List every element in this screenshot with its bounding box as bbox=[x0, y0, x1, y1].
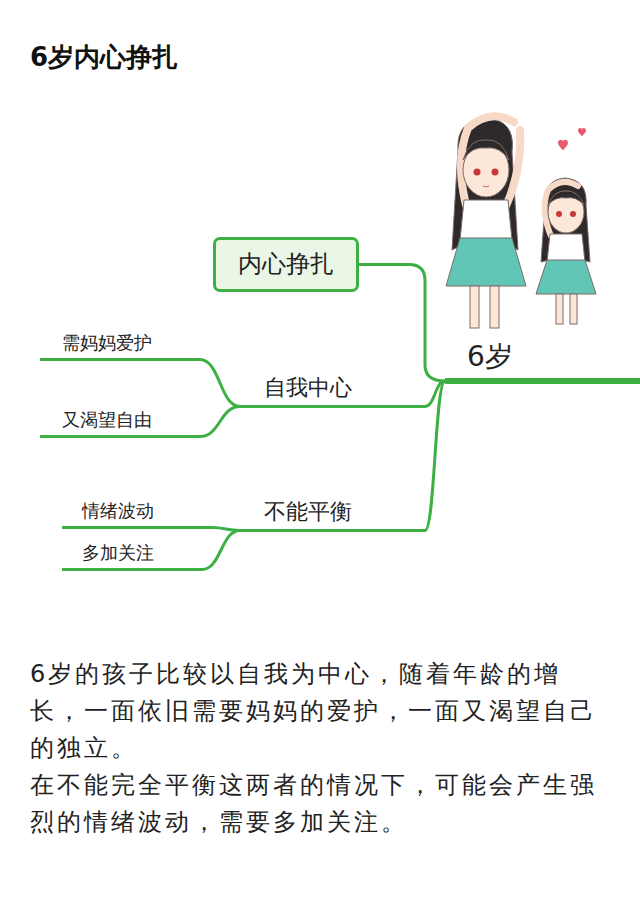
body-text: 6岁的孩子比较以自我为中心，随着年龄的增长，一面依旧需要妈妈的爱护，一面又渴望自… bbox=[30, 656, 615, 841]
leaf-topic: 又渴望自由 bbox=[40, 403, 200, 438]
branch-topic: 自我中心 bbox=[240, 368, 425, 408]
branch-topic: 不能平衡 bbox=[240, 492, 425, 532]
topic-text: 不能平衡 bbox=[264, 499, 352, 525]
branch-line bbox=[200, 407, 240, 437]
topic-text: 需妈妈爱护 bbox=[62, 332, 152, 354]
topic-text: 情绪波动 bbox=[82, 500, 154, 522]
topic-text: 多加关注 bbox=[82, 542, 154, 564]
leaf-topic: 情绪波动 bbox=[62, 494, 212, 529]
topic-box: 内心挣扎 bbox=[213, 237, 359, 292]
small-girl bbox=[536, 178, 596, 324]
topic-text: 内心挣扎 bbox=[238, 250, 334, 279]
note-paragraph: 在不能完全平衡这两者的情况下，可能会产生强烈的情绪波动，需要多加关注。 bbox=[30, 767, 615, 841]
branch-line bbox=[202, 531, 240, 570]
branch-line bbox=[425, 381, 445, 531]
topic-text: 又渴望自由 bbox=[62, 409, 152, 431]
note-paragraph: 6岁的孩子比较以自我为中心，随着年龄的增长，一面依旧需要妈妈的爱护，一面又渴望自… bbox=[30, 656, 615, 767]
topic-text: 6岁 bbox=[467, 340, 513, 374]
central-topic: 6岁 bbox=[445, 334, 640, 384]
branch-line bbox=[359, 265, 445, 382]
branch-line bbox=[200, 360, 240, 407]
leaf-topic: 多加关注 bbox=[62, 536, 202, 571]
heart bbox=[558, 140, 568, 151]
leaf-topic: 需妈妈爱护 bbox=[40, 326, 200, 361]
heart bbox=[578, 128, 586, 137]
big-girl bbox=[446, 116, 526, 328]
topic-text: 自我中心 bbox=[264, 375, 352, 401]
diagram-title: 6岁内心挣扎 bbox=[30, 40, 178, 75]
